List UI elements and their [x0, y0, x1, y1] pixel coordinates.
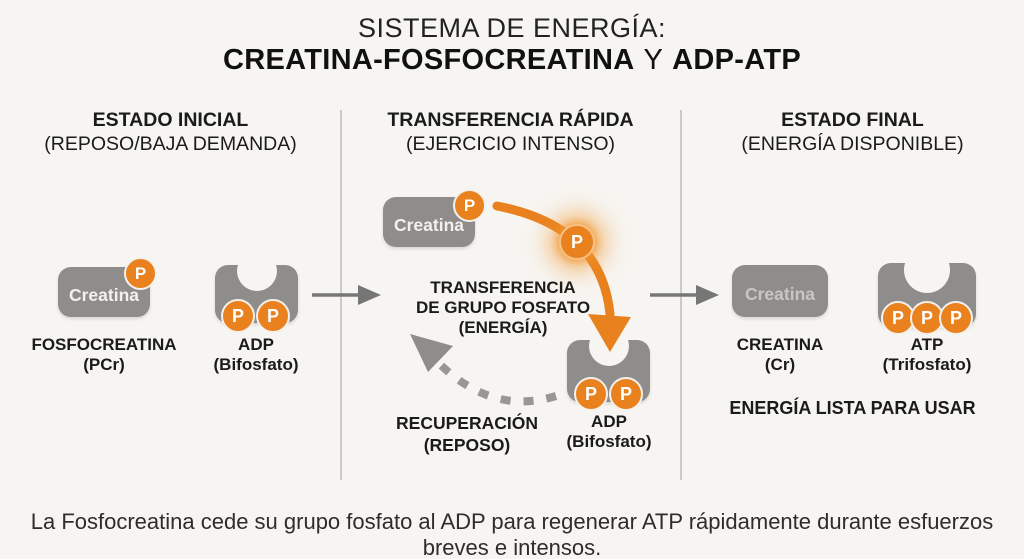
- column-header-initial: ESTADO INICIAL (REPOSO/BAJA DEMANDA): [0, 108, 341, 156]
- column-header-final: ESTADO FINAL (ENERGÍA DISPONIBLE): [681, 108, 1024, 156]
- flow-arrow-right-icon: [650, 285, 719, 305]
- phosphate-letter: P: [231, 305, 244, 326]
- creatine-name: CREATINA: [736, 335, 824, 354]
- phosphate-icon: P: [256, 299, 290, 333]
- phosphate-letter: P: [891, 307, 904, 328]
- recovery-line2: (REPOSO): [423, 435, 511, 455]
- title-part-creatina: CREATINA-FOSFOCREATINA: [223, 44, 635, 76]
- creatine-abbrev: (Cr): [764, 355, 796, 374]
- atp-molecule: P P P: [878, 247, 976, 335]
- heading-estado-final: ESTADO FINAL: [781, 109, 924, 131]
- atp-label: ATP (Trifosfato): [867, 335, 987, 375]
- title-connector: Y: [643, 44, 664, 76]
- phosphate-letter: P: [949, 307, 962, 328]
- phosphate-letter: P: [920, 307, 933, 328]
- recovery-line1: RECUPERACIÓN: [396, 413, 538, 433]
- column-divider-left: [340, 110, 342, 480]
- adp-name: ADP: [591, 412, 627, 431]
- adp-molecule-initial: P P: [215, 251, 298, 333]
- phosphate-icon: P: [609, 377, 643, 411]
- adp-label-transfer: ADP (Bifosfato): [557, 412, 661, 452]
- adp-abbrev: (Bifosfato): [213, 355, 299, 374]
- flow-arrow-left-icon: [312, 285, 381, 305]
- atp-notch: [904, 247, 950, 293]
- bottom-caption: La Fosfocreatina cede su grupo fosfato a…: [30, 509, 994, 559]
- phosphate-letter: P: [619, 383, 632, 404]
- heading-transferencia: TRANSFERENCIA RÁPIDA: [387, 109, 634, 131]
- page-title-line1: SISTEMA DE ENERGÍA:: [357, 13, 667, 43]
- adp-notch: [588, 326, 629, 366]
- transfer-line1: TRANSFERENCIA: [430, 278, 576, 297]
- traveling-phosphate-icon: P: [559, 224, 595, 260]
- creatine-box-label: Creatina: [68, 284, 140, 305]
- adp-name: ADP: [238, 335, 274, 354]
- phosphate-letter: P: [570, 231, 583, 252]
- phosphate-badge-icon: P: [453, 189, 486, 222]
- phosphate-icon: P: [910, 301, 944, 335]
- phosphate-icon: P: [574, 377, 608, 411]
- transfer-line3: (ENERGÍA): [458, 318, 548, 337]
- recovery-annotation: RECUPERACIÓN (REPOSO): [376, 412, 558, 456]
- subheading-reposo: (REPOSO/BAJA DEMANDA): [44, 133, 297, 155]
- phosphate-icon: P: [939, 301, 973, 335]
- adp-molecule-transfer: P P: [567, 326, 650, 411]
- adp-abbrev: (Bifosfato): [566, 432, 652, 451]
- phosphate-letter: P: [134, 263, 147, 283]
- subheading-energia: (ENERGÍA DISPONIBLE): [741, 133, 964, 155]
- phosphocreatine-label: FOSFOCREATINA (PCr): [14, 335, 194, 375]
- title-part-adp-atp: ADP-ATP: [672, 44, 801, 76]
- column-divider-right: [680, 110, 682, 480]
- column-header-transfer: TRANSFERENCIA RÁPIDA (EJERCICIO INTENSO): [341, 108, 680, 156]
- creatine-label-final: CREATINA (Cr): [722, 335, 838, 375]
- recovery-dotted-arrow-icon: [410, 334, 558, 406]
- phosphate-badge-icon: P: [124, 257, 157, 290]
- creatine-box-label: Creatina: [744, 283, 816, 304]
- phosphocreatine-abbrev: (PCr): [83, 355, 125, 374]
- heading-estado-inicial: ESTADO INICIAL: [92, 109, 249, 131]
- subheading-ejercicio: (EJERCICIO INTENSO): [405, 133, 616, 155]
- creatine-box-label: Creatina: [393, 214, 465, 235]
- energy-ready-label: ENERGÍA LISTA PARA USAR: [729, 398, 976, 418]
- transfer-annotation: TRANSFERENCIA DE GRUPO FOSFATO (ENERGÍA): [390, 278, 616, 338]
- phosphate-letter: P: [584, 383, 597, 404]
- phosphocreatine-name: FOSFOCREATINA: [31, 335, 177, 354]
- atp-abbrev: (Trifosfato): [882, 355, 972, 374]
- phosphate-icon: P: [221, 299, 255, 333]
- phosphate-letter: P: [266, 305, 279, 326]
- atp-name: ATP: [910, 335, 944, 354]
- phosphate-letter: P: [463, 195, 476, 215]
- creatine-box-final: Creatina: [732, 265, 828, 317]
- transfer-line2: DE GRUPO FOSFATO: [415, 298, 591, 317]
- adp-notch: [236, 251, 277, 291]
- adp-label-initial: ADP (Bifosfato): [206, 335, 306, 375]
